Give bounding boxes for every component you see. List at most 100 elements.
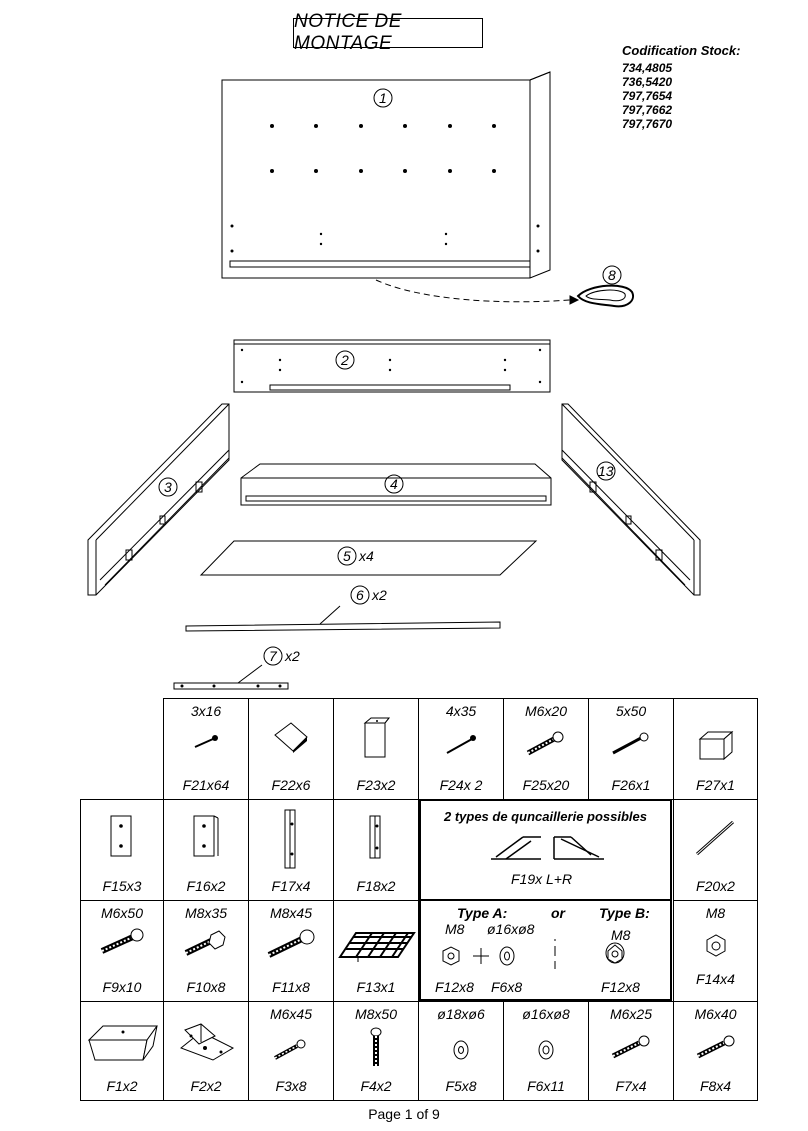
pad-icon	[274, 722, 308, 753]
screw-icon	[612, 732, 649, 755]
exploded-view-drawing: 1 8 2 3	[87, 71, 701, 690]
part-2-label: 2	[340, 352, 349, 368]
stock-code: 736,5420	[622, 75, 673, 89]
part-6-quantity: x2	[371, 587, 387, 603]
hardware-code: F21x64	[182, 777, 230, 793]
panel-1	[221, 71, 551, 279]
hardware-size: M6x25	[609, 1006, 653, 1022]
block-icon	[363, 717, 391, 758]
stock-code: 797,7670	[622, 117, 673, 131]
stock-codes: Codification Stock: 734,4805 736,5420 79…	[622, 43, 741, 132]
hardware-size: M8	[705, 905, 726, 921]
hardware-code: F24x 2	[439, 777, 483, 793]
hardware-size: M8x45	[269, 905, 313, 921]
hex-bolt-icon	[184, 930, 226, 956]
panel-3	[87, 403, 230, 596]
divider	[421, 899, 670, 901]
hardware-cell-f9: M6x50 F9x10	[80, 900, 164, 1002]
hardware-size: ø18xø6	[437, 1006, 485, 1022]
hardware-cell-f15: F15x3	[80, 799, 164, 901]
hardware-code: F10x8	[186, 979, 226, 995]
part-3-label: 3	[164, 479, 172, 495]
hardware-cell-f16: F16x2	[163, 799, 249, 901]
part-5-quantity: x4	[358, 548, 374, 564]
washer-icon	[453, 1040, 469, 1060]
lift-mechanism-icon	[491, 836, 604, 860]
part-7-quantity: x2	[284, 648, 300, 664]
hardware-code: F8x4	[699, 1078, 732, 1094]
rail-7	[173, 646, 289, 690]
type-b-label: Type B:	[599, 905, 650, 921]
hardware-code: F14x4	[696, 971, 735, 987]
screw-icon	[446, 735, 476, 754]
hardware-cell-f25: M6x20 F25x20	[503, 698, 589, 800]
nut-icon	[706, 934, 725, 957]
hardware-cell-f6: ø16xø8 F6x11	[503, 1001, 589, 1101]
f19-code: F19x L+R	[511, 871, 573, 887]
part-5-label: 5	[343, 548, 351, 564]
cube-icon	[698, 730, 733, 761]
stock-code: 797,7662	[622, 103, 673, 117]
hardware-cell-f8: M6x40 F8x4	[673, 1001, 758, 1101]
panel-4	[240, 463, 552, 506]
bolt-icon	[526, 731, 564, 756]
part-7-label: 7	[269, 648, 278, 664]
hardware-code: F18x2	[356, 878, 396, 894]
hardware-cell-f27: F27x1	[673, 698, 758, 800]
bolt-icon	[100, 928, 144, 954]
stock-code: 734,4805	[622, 61, 673, 75]
f6-code: F6x8	[491, 979, 523, 995]
vertical-bolt-icon	[370, 1027, 382, 1066]
hardware-cell-f4: M8x50 F4x2	[333, 1001, 419, 1101]
hardware-code: F27x1	[696, 777, 735, 793]
part-4-label: 4	[390, 476, 398, 492]
hardware-code: F6x11	[527, 1078, 565, 1094]
rod-icon	[695, 820, 734, 856]
f12-code-a: F12x8	[435, 979, 474, 995]
part-6-label: 6	[356, 587, 364, 603]
part-8-grommet	[576, 265, 634, 308]
grille-icon	[338, 932, 416, 962]
hardware-code: F11x8	[272, 979, 310, 995]
type-a-label: Type A:	[457, 905, 508, 921]
hardware-cell-f26: 5x50 F26x1	[588, 698, 674, 800]
screw-icon	[194, 735, 218, 748]
hardware-code: F9x10	[102, 979, 142, 995]
panel-13	[561, 403, 701, 596]
hardware-size: M6x50	[100, 905, 144, 921]
rail-6	[185, 585, 501, 632]
hardware-code: F26x1	[611, 777, 651, 793]
or-label: or	[551, 905, 565, 921]
hardware-cell-f13: F13x1	[333, 900, 419, 1002]
bolt-icon	[611, 1035, 650, 1059]
hardware-size: 5x50	[615, 703, 647, 719]
angle-bracket-icon	[284, 809, 296, 869]
hardware-size: M8x50	[354, 1006, 398, 1022]
bolt-icon	[696, 1035, 734, 1059]
part-1-label: 1	[379, 90, 387, 106]
bracket-plate-icon	[193, 815, 219, 857]
hardware-code: F23x2	[356, 777, 396, 793]
hardware-cell-f11: M8x45 F11x8	[248, 900, 334, 1002]
hardware-size: M6x45	[269, 1006, 313, 1022]
stock-heading: Codification Stock:	[622, 43, 741, 58]
type-a-m8: M8	[445, 921, 465, 937]
hardware-code: F2x2	[190, 1078, 222, 1094]
part-8-label: 8	[608, 267, 616, 283]
f12-code-b: F12x8	[601, 979, 640, 995]
hardware-code: F3x8	[275, 1078, 307, 1094]
hardware-cell-f23: F23x2	[333, 698, 419, 800]
bolt-icon	[267, 929, 315, 958]
hardware-size: M8x35	[184, 905, 228, 921]
hardware-cell-f24: 4x35 F24x 2	[418, 698, 504, 800]
hardware-code: F13x1	[356, 979, 396, 995]
hardware-size: M6x20	[524, 703, 568, 719]
angle-bracket-icon	[369, 815, 381, 859]
hardware-size: 4x35	[445, 703, 477, 719]
bracket-plate-icon	[110, 815, 132, 857]
hardware-cell-f2: F2x2	[163, 1001, 249, 1101]
type-b-m8: M8	[611, 927, 631, 943]
hinge-bracket-icon	[180, 1023, 235, 1061]
hardware-code: F7x4	[615, 1078, 647, 1094]
hardware-options-heading: 2 types de quncaillerie possibles	[443, 809, 648, 824]
